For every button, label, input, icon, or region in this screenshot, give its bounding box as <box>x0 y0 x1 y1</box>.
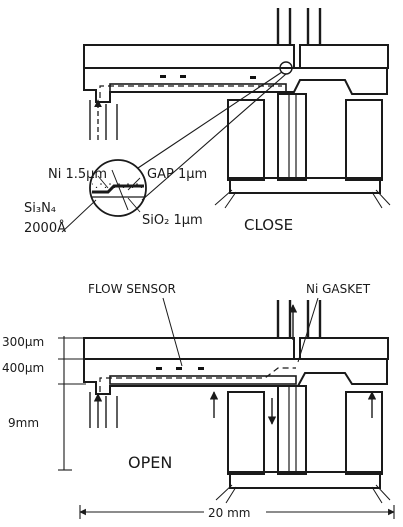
top-inlet-pipes <box>276 8 322 45</box>
dimension-20mm: 20 mm <box>208 506 250 520</box>
top-base <box>214 177 391 209</box>
dimension-300um: 300μm <box>2 335 44 349</box>
top-detail-magnifier <box>61 71 287 233</box>
dimension-9mm: 9mm <box>8 416 39 430</box>
bottom-flow-channel <box>99 367 297 392</box>
bottom-upper-plate <box>83 337 389 360</box>
label-gap: GAP 1μm <box>147 167 207 182</box>
open-valve-drawing: FLOW SENSOR Ni GASKET 300μm 400μm 9mm OP… <box>2 282 395 520</box>
flow-sensor-leader <box>162 297 183 367</box>
dimension-marks <box>58 336 395 519</box>
label-si3n4-thickness: 2000Å <box>24 220 66 236</box>
state-label-close: CLOSE <box>244 216 293 234</box>
label-si3n4: Si₃N₄ <box>24 201 56 216</box>
bottom-base <box>215 471 391 504</box>
top-inlet-arrow <box>89 99 118 140</box>
bottom-motion-arrows <box>209 391 377 425</box>
label-ni-gasket: Ni GASKET <box>306 282 371 296</box>
closed-valve-drawing: Ni 1.5μm GAP 1μm Si₃N₄ 2000Å SiO₂ 1μm CL… <box>24 8 391 236</box>
label-flow-sensor: FLOW SENSOR <box>88 282 176 296</box>
top-silicon-layer <box>83 67 388 103</box>
bottom-pipes <box>276 300 322 338</box>
top-flow-channel <box>99 75 287 98</box>
state-label-open: OPEN <box>128 453 172 472</box>
bottom-actuators <box>227 385 383 475</box>
bottom-inlet-arrow <box>89 392 118 428</box>
top-actuators <box>227 93 383 181</box>
label-ni-thickness: Ni 1.5μm <box>48 167 107 182</box>
label-sio2: SiO₂ 1μm <box>142 213 203 228</box>
gasket-leader <box>297 297 319 363</box>
dimension-400um: 400μm <box>2 361 44 375</box>
top-upper-plate <box>83 44 389 69</box>
width-label-bg <box>204 504 266 520</box>
